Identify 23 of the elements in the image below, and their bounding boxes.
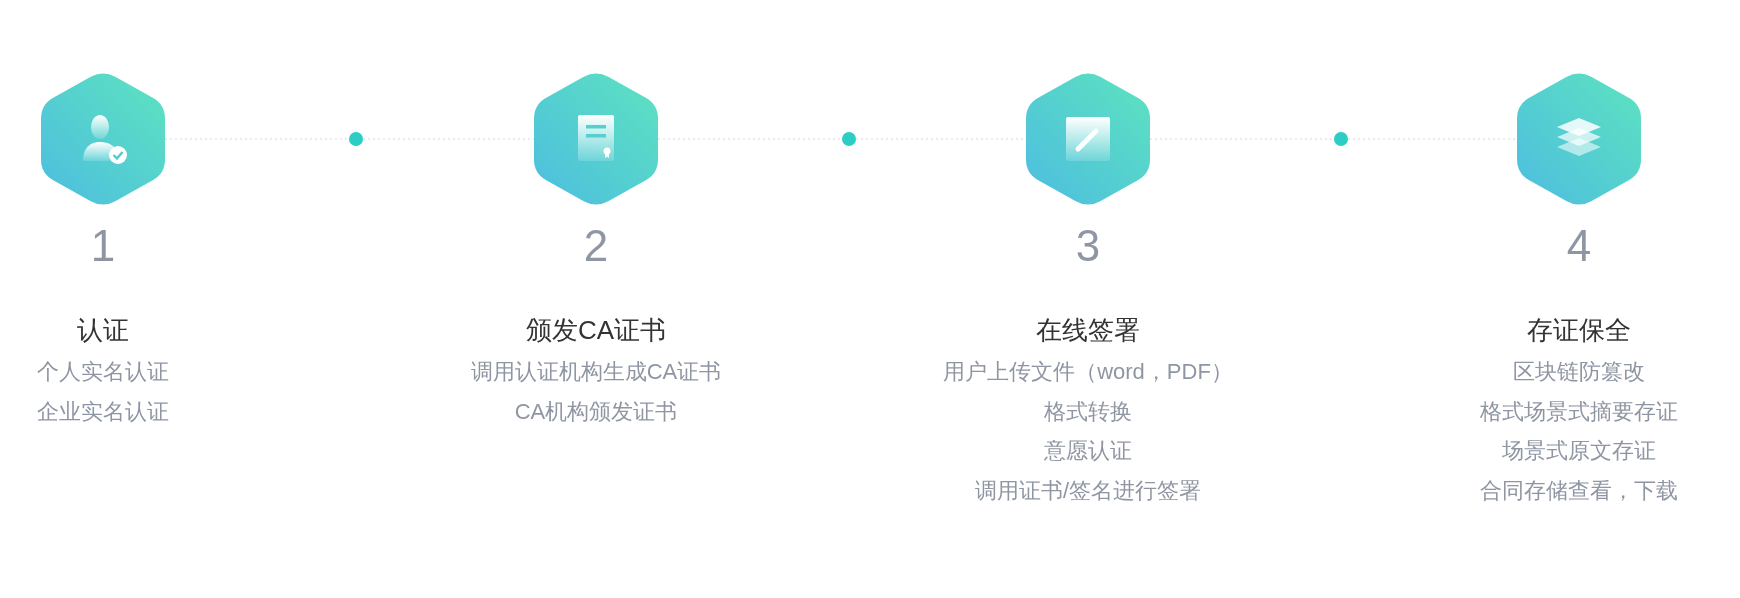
step-detail: 调用认证机构生成CA证书 (470, 358, 722, 386)
step-number: 1 (90, 222, 116, 270)
step-detail: 调用证书/签名进行签署 (974, 476, 1202, 505)
step-detail: 用户上传文件（word，PDF） (943, 358, 1233, 386)
timeline-dot (1334, 132, 1348, 146)
step-detail: 区块链防篡改 (1513, 358, 1645, 386)
step-title: 认证 (77, 314, 129, 346)
step-detail: 企业实名认证 (37, 397, 169, 426)
step-detail: 场景式原文存证 (1502, 437, 1656, 465)
step-detail: 意愿认证 (1044, 437, 1132, 465)
step-number: 2 (583, 222, 609, 270)
step-title: 存证保全 (1527, 314, 1631, 346)
step-title: 在线签署 (1036, 314, 1140, 346)
timeline-dot (349, 132, 363, 146)
step-title: 颁发CA证书 (525, 314, 667, 346)
timeline-dot (842, 132, 856, 146)
step-number: 4 (1566, 222, 1592, 270)
step-detail: CA机构颁发证书 (514, 397, 678, 426)
step-detail: 格式场景式摘要存证 (1480, 397, 1678, 426)
step-number: 3 (1075, 222, 1101, 270)
step-detail: 合同存储查看，下载 (1480, 476, 1678, 505)
step-detail: 个人实名认证 (37, 358, 169, 386)
step-detail: 格式转换 (1044, 397, 1132, 426)
